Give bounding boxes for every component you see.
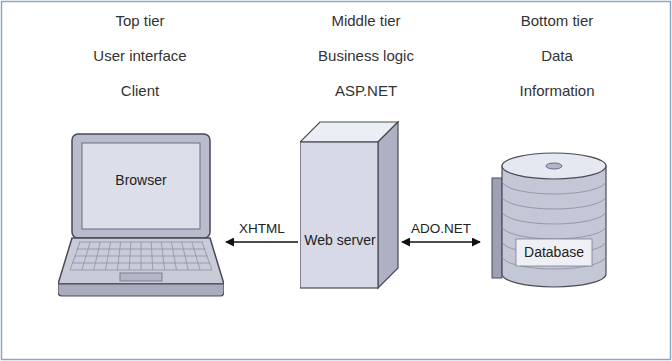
cube-outline xyxy=(300,120,400,290)
tier-label: Bottom tier xyxy=(521,12,594,29)
connector-arrow xyxy=(402,241,480,243)
node-label: Browser xyxy=(115,172,166,188)
connector-label: ADO.NET xyxy=(409,221,473,236)
laptop-client: Browser xyxy=(58,132,224,300)
node-label: Database xyxy=(524,244,584,260)
tier-label: ASP.NET xyxy=(335,82,397,99)
tier-label: Client xyxy=(121,82,159,99)
tier-label: Data xyxy=(541,47,573,64)
connector-arrow xyxy=(226,241,298,243)
database-disk: Database xyxy=(482,148,610,294)
connector-label: XHTML xyxy=(237,221,287,236)
tier-label: Top tier xyxy=(115,12,164,29)
laptop-outline xyxy=(58,132,224,300)
disk-outline xyxy=(482,148,610,294)
node-label: Web server xyxy=(304,232,375,248)
tier-label: Information xyxy=(519,82,594,99)
web-server-box: Web server xyxy=(300,120,400,290)
tier-label: Middle tier xyxy=(331,12,400,29)
tier-label: Business logic xyxy=(318,47,414,64)
tier-label: User interface xyxy=(93,47,186,64)
